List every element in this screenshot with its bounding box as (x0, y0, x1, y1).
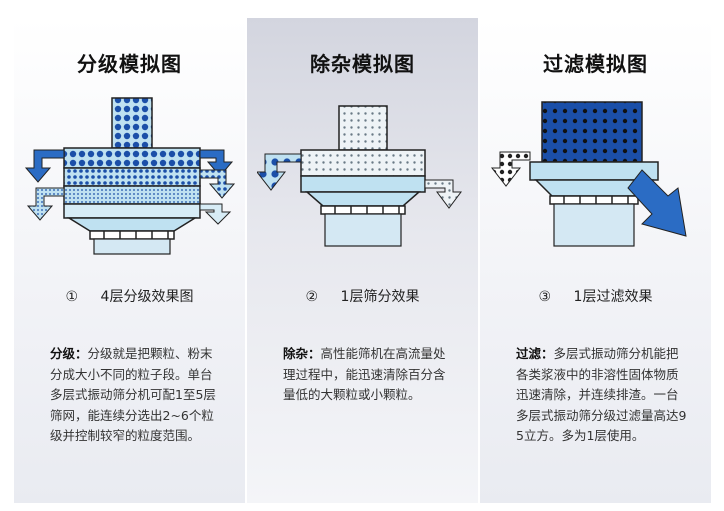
filtering-panel: 过滤模拟图 (480, 18, 711, 503)
machine-base (325, 214, 401, 246)
inlet-feed (339, 106, 387, 150)
spring-bar (550, 196, 638, 204)
layer-4 (64, 204, 200, 218)
screen-layer (301, 150, 425, 176)
desc-label: 除杂： (283, 346, 321, 361)
grading-description: 分级：分级就是把颗粒、粉末分成大小不同的粒子段。单台多层式振动筛分机可配1至5层… (50, 344, 222, 447)
base-cone (307, 192, 419, 206)
layer-1 (64, 148, 200, 168)
caption-text: 1层筛分效果 (341, 289, 420, 305)
grading-panel: 分级模拟图 (14, 18, 245, 503)
impurity-description: 除杂：高性能筛机在高流量处理过程中，能迅速清除百分含量低的大颗粒或小颗粒。 (283, 344, 455, 406)
grading-caption: ① 4层分级效果图 (14, 286, 245, 306)
inlet-slurry (542, 102, 642, 162)
impurity-title: 除杂模拟图 (247, 48, 478, 77)
filtering-description: 过滤：多层式振动筛分机能把各类浆液中的非溶性固体物质迅速清除，并连续排渣。一台多… (516, 344, 688, 447)
caption-number: ① (66, 289, 79, 305)
caption-number: ② (306, 289, 319, 305)
base-cone (69, 218, 195, 231)
caption-text: 4层分级效果图 (101, 289, 194, 305)
caption-number: ③ (539, 289, 552, 305)
spring-bar (90, 231, 174, 239)
machine-base (554, 204, 634, 246)
layer-3 (64, 186, 200, 204)
filtering-illustration (490, 96, 701, 256)
inlet-feed (112, 98, 152, 148)
lower-chamber (301, 176, 425, 192)
layer-2 (64, 168, 200, 186)
spring-bar (321, 206, 405, 214)
filtering-caption: ③ 1层过滤效果 (480, 286, 711, 306)
grading-illustration (24, 96, 235, 256)
impurity-caption: ② 1层筛分效果 (247, 286, 478, 306)
impurity-illustration (257, 96, 468, 256)
desc-label: 分级： (50, 346, 88, 361)
machine-base (94, 239, 170, 254)
impurity-panel: 除杂模拟图 (247, 18, 478, 503)
grading-title: 分级模拟图 (14, 48, 245, 77)
filtering-title: 过滤模拟图 (480, 48, 711, 77)
caption-text: 1层过滤效果 (574, 289, 653, 305)
desc-label: 过滤： (516, 346, 554, 361)
